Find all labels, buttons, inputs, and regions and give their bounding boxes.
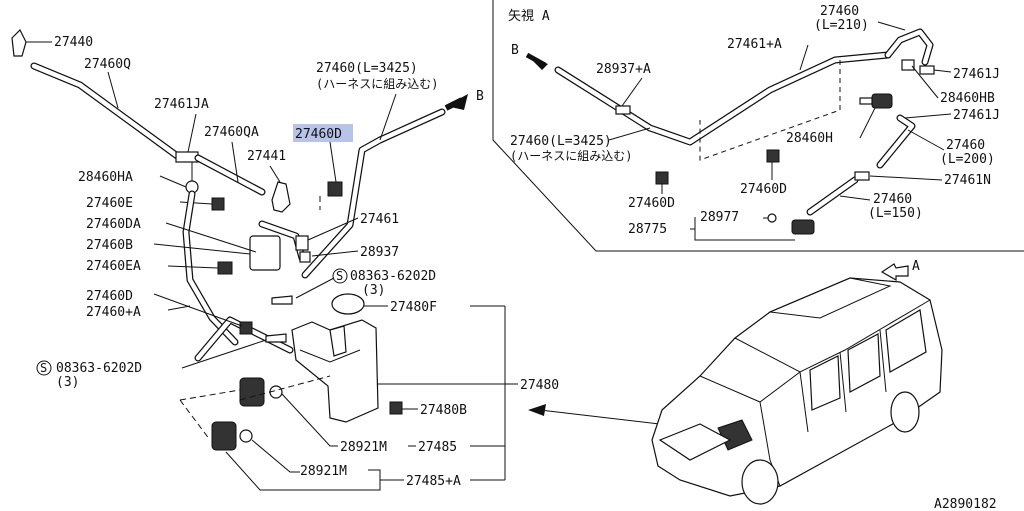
label-08363-a-qty: (3) [362,283,385,298]
clip-27460d-icon [239,321,253,335]
inset-joint-n-icon [854,171,870,181]
bolt-spec-b-icon [36,360,52,376]
highlight-27460d [293,124,353,142]
inset-label-27461n: 27461N [944,173,991,188]
label-08363-b-qty: (3) [56,375,79,390]
figure-code: A2890182 [934,497,997,511]
label-27460-main: 27460(L=3425) [316,61,418,76]
inset-label-28937a: 28937+A [596,62,651,77]
check-valve-28937-icon [299,251,311,263]
label-27460d-highlight[interactable]: 27460D [295,127,342,142]
van-illustration [651,277,943,505]
inset-label-27460-200-len: (L=200) [940,152,995,167]
label-28460ha: 28460HA [78,170,133,185]
label-27485: 27485 [418,440,457,455]
label-28921m-1: 28921M [340,440,387,455]
inset-label-27460-top-len: (L=210) [814,18,869,33]
label-27460qa: 27460QA [204,125,259,140]
inset-label-27461a: 27461+A [727,37,782,52]
nozzle-27441-icon [271,181,291,213]
label-27461ja: 27461JA [154,97,209,112]
label-08363-b: 08363-6202D [56,361,142,376]
inset-label-27460-main-note: (ハーネスに組み込む) [510,149,632,163]
label-27485a: 27485+A [406,474,461,489]
label-27460b: 27460B [86,238,133,253]
label-27460q: 27460Q [84,57,131,72]
inset-label-27460-200: 27460 [946,138,985,153]
label-27460da: 27460DA [86,217,141,232]
inset-label-27461j-1: 27461J [953,67,1000,82]
hose-connector-27460b-icon [249,235,281,271]
label-27460a: 27460+A [86,305,141,320]
inset-label-27460d-2: 27460D [628,196,675,211]
label-27440: 27440 [54,35,93,50]
inset-label-28460h: 28460H [786,131,833,146]
label-08363-a: 08363-6202D [350,269,436,284]
inset-joint-icon [919,65,935,75]
bolt-a-icon [271,295,293,305]
inset-label-28775: 28775 [628,222,667,237]
inset-joint-28937a-icon [615,105,631,115]
inset-label-27461j-2: 27461J [953,108,1000,123]
washer-pump-27485a-icon [211,421,237,451]
label-27460-main-note: (ハーネスに組み込む) [316,77,438,91]
inset-clip-icon [766,149,780,163]
seal-28977-icon [767,213,777,223]
clip-27460e-icon [211,197,225,211]
view-a-title: 矢視 A [508,9,550,24]
arrow-a-icon [880,263,909,282]
inset-dash-box [699,60,841,161]
label-arrow-b: B [476,89,484,104]
bolt-b-icon [265,333,287,343]
label-arrow-a: A [912,259,920,274]
label-27441: 27441 [247,149,286,164]
inset-label-28977: 28977 [700,210,739,225]
bracket-27480b-icon [389,401,403,415]
svg-text:S: S [336,269,343,283]
joint-27461-icon [295,235,309,251]
inset-label-27460-150: 27460 [873,192,912,207]
inset-label-27460-150-len: (L=150) [868,206,923,221]
tank-cap-27480f-icon [331,293,365,315]
label-27460ea: 27460EA [86,259,141,274]
inset-connector-icon [901,59,915,71]
clip-27460ea-icon [217,261,233,275]
nozzle-28460hb-icon [871,93,893,109]
label-27460d-left: 27460D [86,289,133,304]
inset-clip-2-icon [655,171,669,185]
nozzle-27440-icon [11,28,27,57]
svg-text:S: S [40,361,47,375]
label-27480f: 27480F [390,300,437,315]
label-28921m-2: 28921M [300,464,347,479]
inset-label-27460d-1: 27460D [740,182,787,197]
inset-arrow-b-label: B [511,43,519,58]
label-27460e: 27460E [86,196,133,211]
inset-label-27460-main: 27460(L=3425) [510,134,612,149]
label-27480b: 27480B [420,403,467,418]
washer-nozzle-28775-icon [791,219,815,235]
label-27480: 27480 [520,378,559,393]
label-28937: 28937 [360,245,399,260]
inset-label-27460-top: 27460 [820,4,859,19]
clip-27460d-main-icon [327,181,343,197]
pointer-arrow-icon [528,404,546,416]
grommet-28921m-2-icon [239,429,253,443]
inset-label-28460hb: 28460HB [940,91,995,106]
label-27461: 27461 [360,212,399,227]
washer-tank-27480-icon [291,319,379,423]
bolt-spec-icon [332,268,348,284]
washer-pump-27485-icon [239,377,265,407]
inset-border [492,0,1024,252]
